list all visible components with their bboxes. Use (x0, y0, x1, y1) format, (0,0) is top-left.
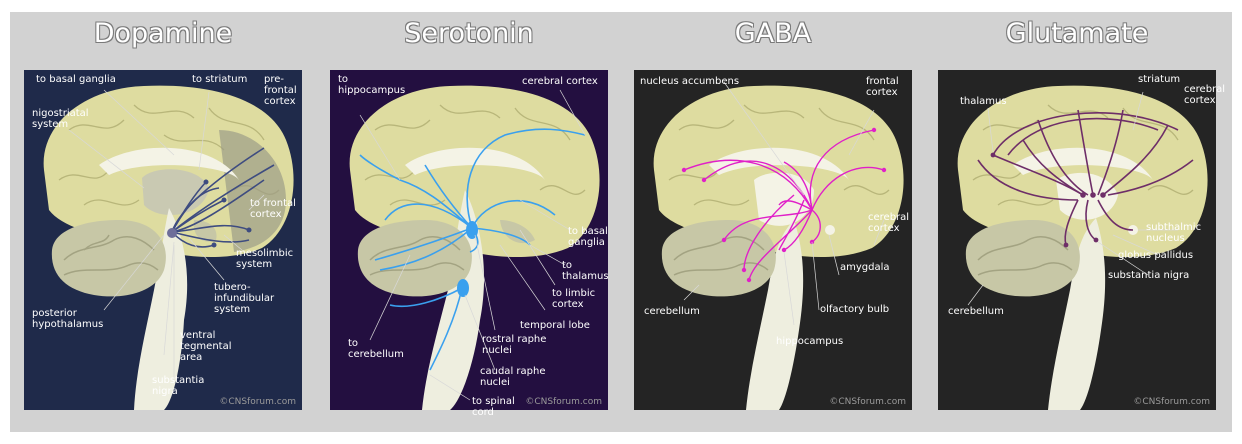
label-tuberoinfundibular-system: tubero- infundibular system (214, 282, 274, 315)
label-to-cerebellum: to cerebellum (348, 338, 404, 360)
label-subthalmic-nucleus: subthalmic nucleus (1146, 222, 1201, 244)
label-prefrontal-cortex: pre- frontal cortex (264, 74, 297, 107)
label-to-spinal-cord: to spinal cord (472, 396, 515, 418)
title-dopamine: Dopamine (24, 18, 302, 49)
label-posterior-hypothalamus: posterior hypothalamus (32, 308, 103, 330)
panel-dopamine: to basal ganglia to striatum pre- fronta… (24, 70, 302, 410)
label-mesolimbic-system: mesolimbic system (236, 248, 293, 270)
label-substantia-nigra: substantia nigra (152, 375, 204, 397)
label-to-hippocampus: to hippocampus (338, 74, 405, 96)
label-thalamus: thalamus (960, 96, 1007, 107)
label-substantia-nigra: substantia nigra (1108, 270, 1189, 281)
label-to-frontal-cortex: to frontal cortex (250, 198, 296, 220)
label-cerebral-cortex: cerebral cortex (868, 212, 909, 234)
label-to-limbic-cortex: to limbic cortex (552, 288, 595, 310)
label-hippocampus: hippocampus (776, 336, 843, 347)
copyright-glutamate: ©CNSforum.com (1133, 397, 1210, 407)
label-cerebral-cortex: cerebral cortex (1184, 84, 1225, 106)
title-glutamate: Glutamate (938, 18, 1216, 49)
title-serotonin: Serotonin (330, 18, 608, 49)
label-caudal-raphe-nuclei: caudal raphe nuclei (480, 366, 545, 388)
panel-gaba: nucleus accumbens frontal cortex cerebra… (634, 70, 912, 410)
title-gaba: GABA (634, 18, 912, 49)
label-to-thalamus: to thalamus (562, 260, 609, 282)
label-nucleus-accumbens: nucleus accumbens (640, 76, 739, 87)
copyright-dopamine: ©CNSforum.com (219, 397, 296, 407)
label-cerebral-cortex: cerebral cortex (522, 76, 598, 87)
label-frontal-cortex: frontal cortex (866, 76, 899, 98)
label-cerebellum: cerebellum (644, 306, 700, 317)
label-cerebellum: cerebellum (948, 306, 1004, 317)
label-rostral-raphe-nuclei: rostral raphe nuclei (482, 334, 546, 356)
label-to-striatum: to striatum (192, 74, 247, 85)
label-amygdala: amygdala (840, 262, 890, 273)
label-striatum: striatum (1138, 74, 1180, 85)
label-nigostriatal-system: nigostriatal system (32, 108, 89, 130)
brain-illustration-gaba (634, 70, 912, 410)
copyright-gaba: ©CNSforum.com (829, 397, 906, 407)
label-olfactory-bulb: olfactory bulb (820, 304, 889, 315)
label-to-basal-ganglia: to basal ganglia (568, 226, 608, 248)
panel-serotonin: to hippocampus cerebral cortex to basal … (330, 70, 608, 410)
copyright-serotonin: ©CNSforum.com (525, 397, 602, 407)
panel-glutamate: striatum cerebral cortex thalamus subtha… (938, 70, 1216, 410)
label-to-basal-ganglia: to basal ganglia (36, 74, 116, 85)
label-temporal-lobe: temporal lobe (520, 320, 590, 331)
label-globus-pallidus: globus pallidus (1118, 250, 1193, 261)
label-ventral-tegmental-area: ventral tegmental area (180, 330, 231, 363)
